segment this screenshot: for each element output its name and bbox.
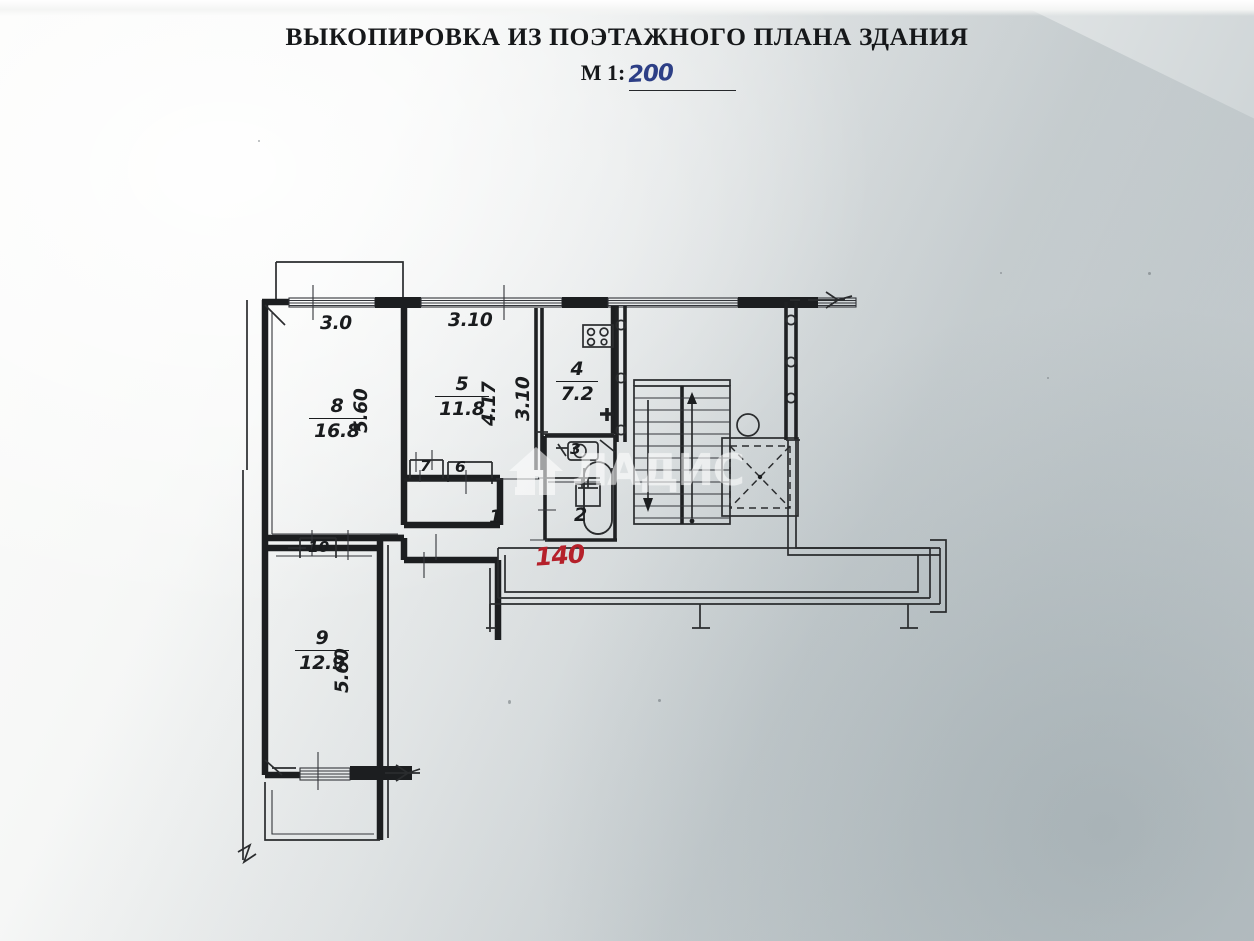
misc-wall-jogs: [786, 299, 800, 441]
stairwell-left-wall: [600, 306, 627, 442]
room-9-walls: [264, 530, 380, 779]
closets-6-7: [404, 450, 540, 494]
top-wall-section-ticks: [312, 285, 505, 320]
left-exterior-wall: [237, 300, 286, 865]
top-exterior-wall: [262, 291, 857, 309]
staircase-icon: [633, 379, 731, 525]
scale-underline: [629, 90, 736, 91]
elevator-shaft-icon: [721, 413, 799, 517]
stairwell-right-wall: [784, 302, 940, 556]
room-8-walls: [265, 302, 408, 542]
balcony-upper-outline: [275, 261, 404, 300]
sink-icon: [575, 478, 601, 507]
room-5-walls: [404, 308, 544, 492]
bathtub-icon: [583, 461, 613, 535]
lower-balcony: [264, 752, 421, 841]
toilet-icon: [556, 441, 599, 461]
corridor-1-walls: [376, 492, 504, 840]
lower-corridor-band: [486, 539, 947, 629]
stove-four-burner-icon: [582, 324, 614, 348]
